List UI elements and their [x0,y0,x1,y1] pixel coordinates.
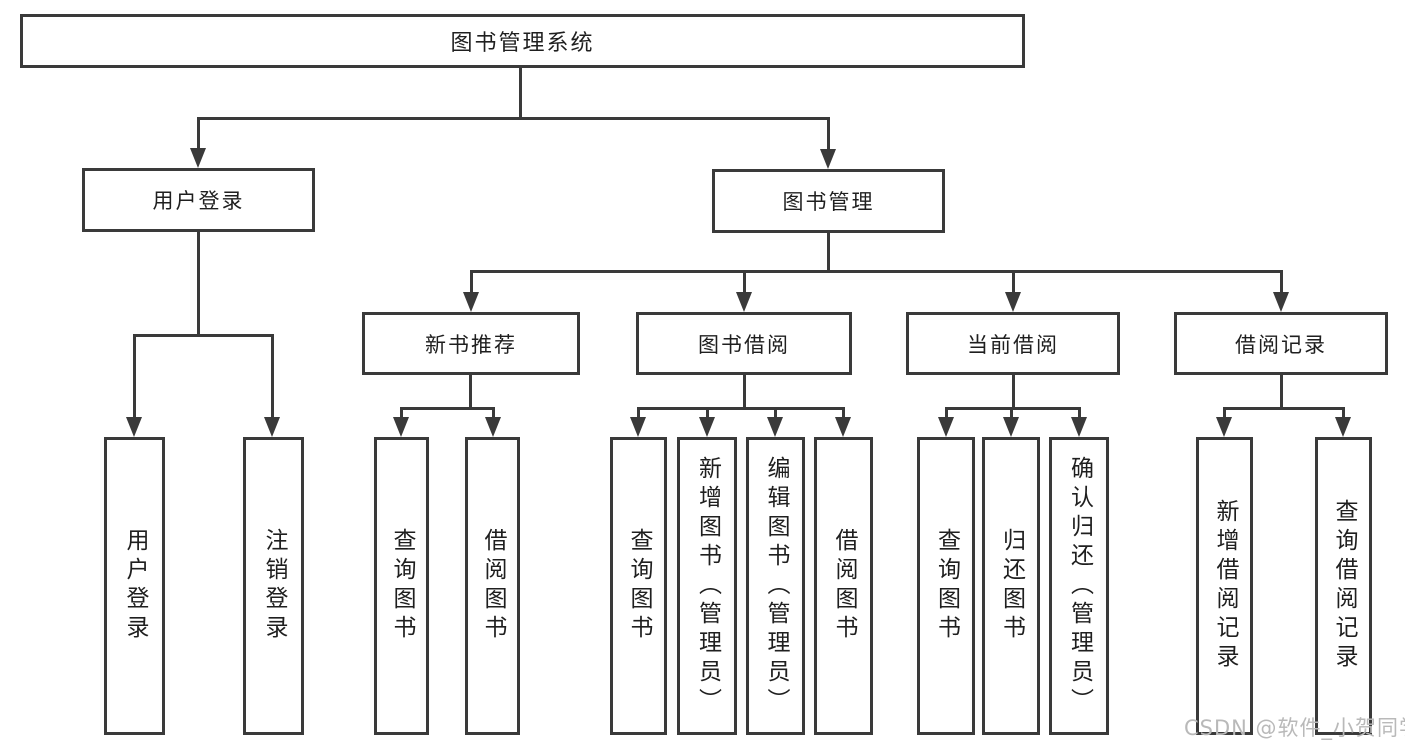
leaf-borrow-books-recommend-label: 借阅图书 [480,528,506,644]
connector-drop-leaf-logout [271,334,274,417]
leaf-confirm-return-admin-label: 确认归还（管理员） [1066,455,1093,717]
arrow-down-icon [485,417,501,437]
leaf-query-borrow-record: 查询借阅记录 [1315,437,1372,735]
connector-drop [637,407,640,417]
connector-book-borrow-stub [743,375,746,409]
node-root: 图书管理系统 [20,14,1025,68]
arrow-down-icon [1003,417,1019,437]
connector-borrow-record-bar [1223,407,1345,410]
leaf-logout: 注销登录 [243,437,304,735]
arrow-down-icon [938,417,954,437]
connector-drop-new-book [470,270,473,292]
node-new-book-recommend: 新书推荐 [362,312,580,375]
connector-drop [774,407,777,417]
arrow-down-icon [190,148,206,168]
arrow-down-icon [463,292,479,312]
connector-drop [400,407,403,417]
leaf-logout-label: 注销登录 [261,528,287,644]
arrow-down-icon [699,417,715,437]
arrow-down-icon [1335,417,1351,437]
arrow-down-icon [1273,292,1289,312]
arrow-down-icon [736,292,752,312]
leaf-borrow-books: 借阅图书 [814,437,873,735]
connector-current-borrow-bar [945,407,1081,410]
connector-drop [706,407,709,417]
connector-new-book-bar [400,407,495,410]
leaf-add-books-admin-label: 新增图书（管理员） [694,455,721,717]
connector-drop [842,407,845,417]
leaf-query-books-borrow: 查询图书 [610,437,667,735]
arrow-down-icon [820,149,836,169]
arrow-down-icon [1216,417,1232,437]
connector-drop [492,407,495,417]
leaf-query-books-borrow-label: 查询图书 [626,528,652,644]
arrow-down-icon [1071,417,1087,437]
node-current-borrow: 当前借阅 [906,312,1120,375]
node-borrow-record: 借阅记录 [1174,312,1388,375]
connector-book-management-bar [470,270,1283,273]
arrow-down-icon [1005,292,1021,312]
connector-new-book-stub [469,375,472,409]
connector-drop-leaf-user-login [133,334,136,417]
connector-drop-borrow-record [1280,270,1283,292]
node-book-management: 图书管理 [712,169,945,233]
connector-drop [1223,407,1226,417]
leaf-add-borrow-record-label: 新增借阅记录 [1212,499,1238,673]
leaf-query-books-current: 查询图书 [917,437,975,735]
connector-user-login-stub [197,232,200,336]
leaf-add-borrow-record: 新增借阅记录 [1196,437,1253,735]
node-root-label: 图书管理系统 [450,31,595,56]
connector-drop-user-login [197,117,200,148]
connector-drop [1078,407,1081,417]
connector-drop [1342,407,1345,417]
node-book-management-label: 图书管理 [782,190,875,214]
connector-drop [1010,407,1013,417]
leaf-confirm-return-admin: 确认归还（管理员） [1049,437,1109,735]
leaf-user-login: 用户登录 [104,437,165,735]
node-book-borrow-label: 图书借阅 [698,332,790,357]
csdn-watermark: CSDN @软件_小贺同学 [1184,716,1405,740]
arrow-down-icon [126,417,142,437]
node-user-login-label: 用户登录 [152,189,245,213]
connector-drop [945,407,948,417]
leaf-user-login-label: 用户登录 [122,528,148,644]
connector-root-bar [197,117,830,120]
leaf-borrow-books-label: 借阅图书 [831,528,857,644]
arrow-down-icon [630,417,646,437]
connector-drop-current-borrow [1012,270,1015,292]
arrow-down-icon [835,417,851,437]
leaf-add-books-admin: 新增图书（管理员） [677,437,737,735]
node-user-login: 用户登录 [82,168,315,232]
leaf-query-books-recommend-label: 查询图书 [389,528,415,644]
leaf-edit-books-admin-label: 编辑图书（管理员） [763,455,789,717]
leaf-query-books-current-label: 查询图书 [933,528,960,644]
leaf-query-borrow-record-label: 查询借阅记录 [1331,499,1357,673]
arrow-down-icon [767,417,783,437]
node-new-book-recommend-label: 新书推荐 [425,332,517,357]
leaf-borrow-books-recommend: 借阅图书 [465,437,520,735]
connector-book-management-stub [827,233,830,272]
connector-user-login-bar [133,334,274,337]
connector-borrow-record-stub [1280,375,1283,409]
leaf-return-books: 归还图书 [982,437,1040,735]
connector-root-stub [519,68,522,118]
node-current-borrow-label: 当前借阅 [967,332,1059,357]
arrow-down-icon [264,417,280,437]
leaf-return-books-label: 归还图书 [998,528,1025,644]
node-borrow-record-label: 借阅记录 [1235,332,1327,357]
arrow-down-icon [393,417,409,437]
leaf-edit-books-admin: 编辑图书（管理员） [746,437,805,735]
connector-drop-book-borrow [743,270,746,292]
connector-book-borrow-bar [637,407,845,410]
node-book-borrow: 图书借阅 [636,312,852,375]
connector-current-borrow-stub [1012,375,1015,409]
connector-drop-book-management [827,117,830,149]
leaf-query-books-recommend: 查询图书 [374,437,429,735]
